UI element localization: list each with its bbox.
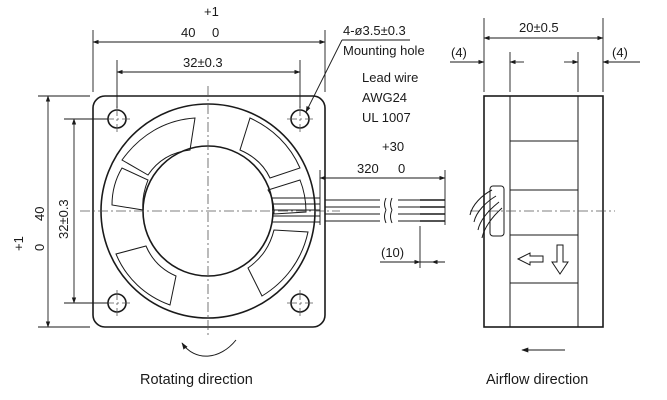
lead-length-tol-minus: 0	[398, 161, 405, 176]
side-depth: 20±0.5	[519, 20, 559, 35]
hole-pitch-vertical: 32±0.3	[56, 199, 71, 239]
airflow-direction-caption: Airflow direction	[486, 372, 588, 388]
strip-length: (10)	[381, 245, 404, 260]
lead-wire-gauge: AWG24	[362, 90, 407, 105]
lead-length-nominal: 320	[357, 161, 379, 176]
height-tol-plus: +1	[11, 236, 26, 251]
lead-wire-title: Lead wire	[362, 70, 418, 85]
width-nominal: 40	[181, 25, 195, 40]
lead-wire: Lead wire AWG24 UL 1007 +30 320 0 (10)	[319, 70, 446, 268]
rotating-direction-caption: Rotating direction	[140, 372, 253, 388]
height-nominal: 40	[32, 207, 47, 221]
side-view: 20±0.5 (4) (4) Airflow direction	[450, 18, 640, 388]
fan-side-body	[483, 95, 604, 328]
lead-wire-standard: UL 1007	[362, 110, 411, 125]
flange-left: (4)	[451, 45, 467, 60]
flange-right: (4)	[612, 45, 628, 60]
airflow-label-icon	[516, 244, 569, 275]
front-view: +1 40 0 32±0.3 +1 40 0 32±0.3 4-ø3.5±0.3…	[11, 4, 425, 388]
fan-frame	[92, 95, 326, 328]
width-tol-plus: +1	[204, 4, 219, 19]
mounting-hole-label: Mounting hole	[343, 43, 425, 58]
height-tol-minus: 0	[32, 244, 47, 251]
lead-length-tol-plus: +30	[382, 139, 404, 154]
mounting-hole-spec: 4-ø3.5±0.3	[343, 23, 406, 38]
rotation-arrow-icon	[181, 339, 237, 357]
width-tol-minus: 0	[212, 25, 219, 40]
hole-pitch-horizontal: 32±0.3	[183, 55, 223, 70]
lead-wire-exit	[272, 197, 320, 223]
